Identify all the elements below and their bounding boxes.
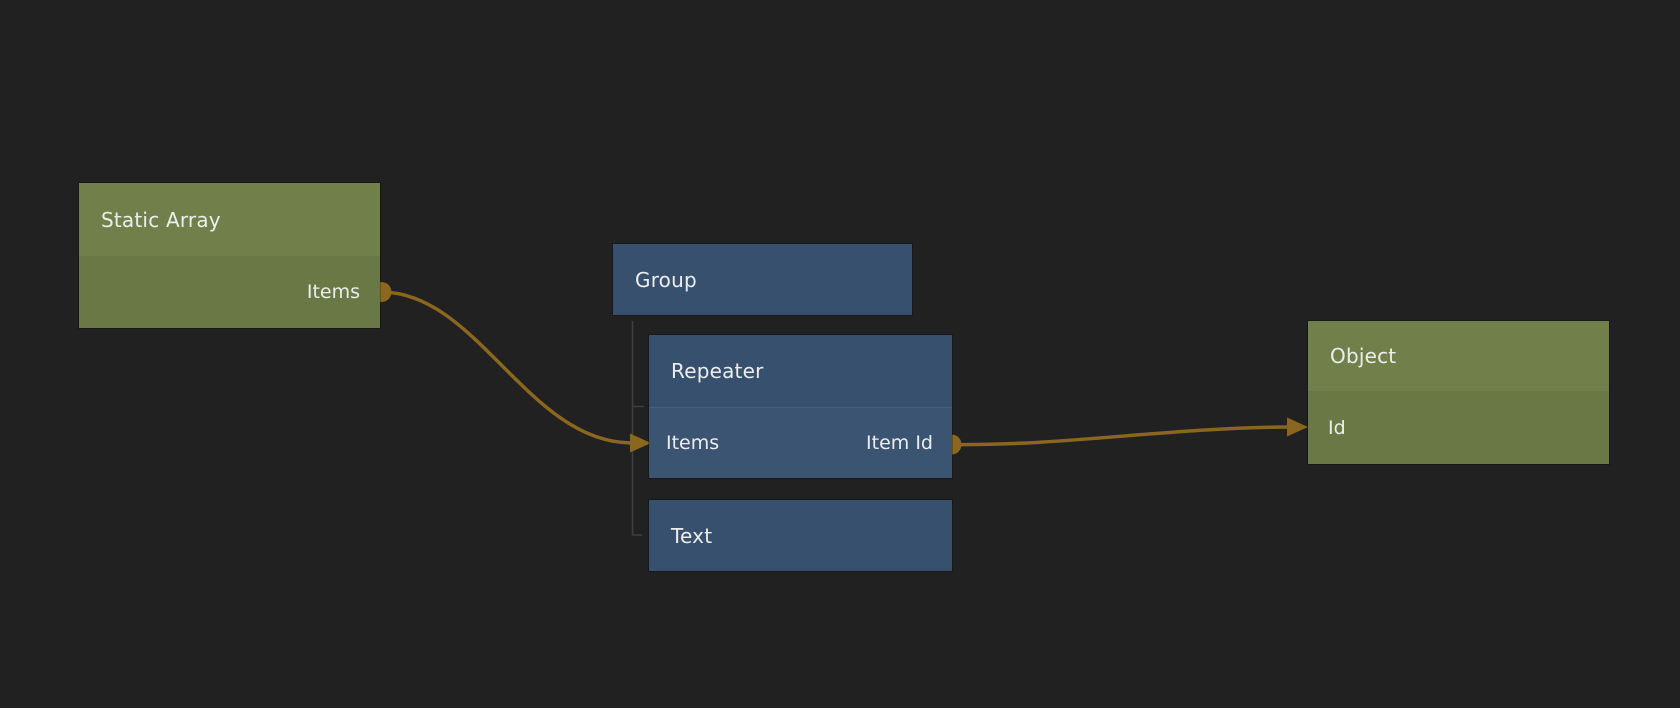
input-port-label-items: Items (666, 432, 720, 454)
node-static-array[interactable]: Static Array Items (79, 183, 380, 328)
node-object[interactable]: Object Id (1308, 321, 1609, 464)
node-repeater-port-row[interactable]: Items Item Id (649, 407, 952, 478)
wire-repeater-itemid-to-object-id[interactable] (949, 425, 1289, 447)
node-text[interactable]: Text (649, 500, 952, 571)
node-text-header[interactable]: Text (649, 500, 952, 571)
output-port-label-items: Items (306, 281, 360, 303)
wire-staticarray-items-to-repeater-items[interactable] (380, 290, 633, 445)
node-title: Object (1330, 344, 1397, 368)
node-title: Static Array (101, 207, 221, 232)
input-port-label-id: Id (1328, 416, 1346, 439)
node-object-port-row-id[interactable]: Id (1308, 391, 1609, 464)
node-repeater[interactable]: Repeater Items Item Id (649, 335, 952, 478)
node-static-array-port-row-items[interactable]: Items (79, 256, 380, 328)
node-repeater-header[interactable]: Repeater (649, 335, 952, 407)
node-title: Group (635, 267, 697, 292)
node-group[interactable]: Group (613, 244, 912, 315)
wire-arrowhead-icon (630, 433, 651, 453)
output-port-label-item-id: Item Id (866, 432, 933, 454)
node-object-header[interactable]: Object (1308, 321, 1609, 391)
group-children-tree-line (631, 321, 644, 536)
node-group-header[interactable]: Group (613, 244, 912, 315)
node-title: Repeater (671, 359, 764, 383)
wire-arrowhead-icon (1287, 417, 1308, 437)
node-title: Text (671, 523, 713, 548)
node-static-array-header[interactable]: Static Array (79, 183, 380, 256)
